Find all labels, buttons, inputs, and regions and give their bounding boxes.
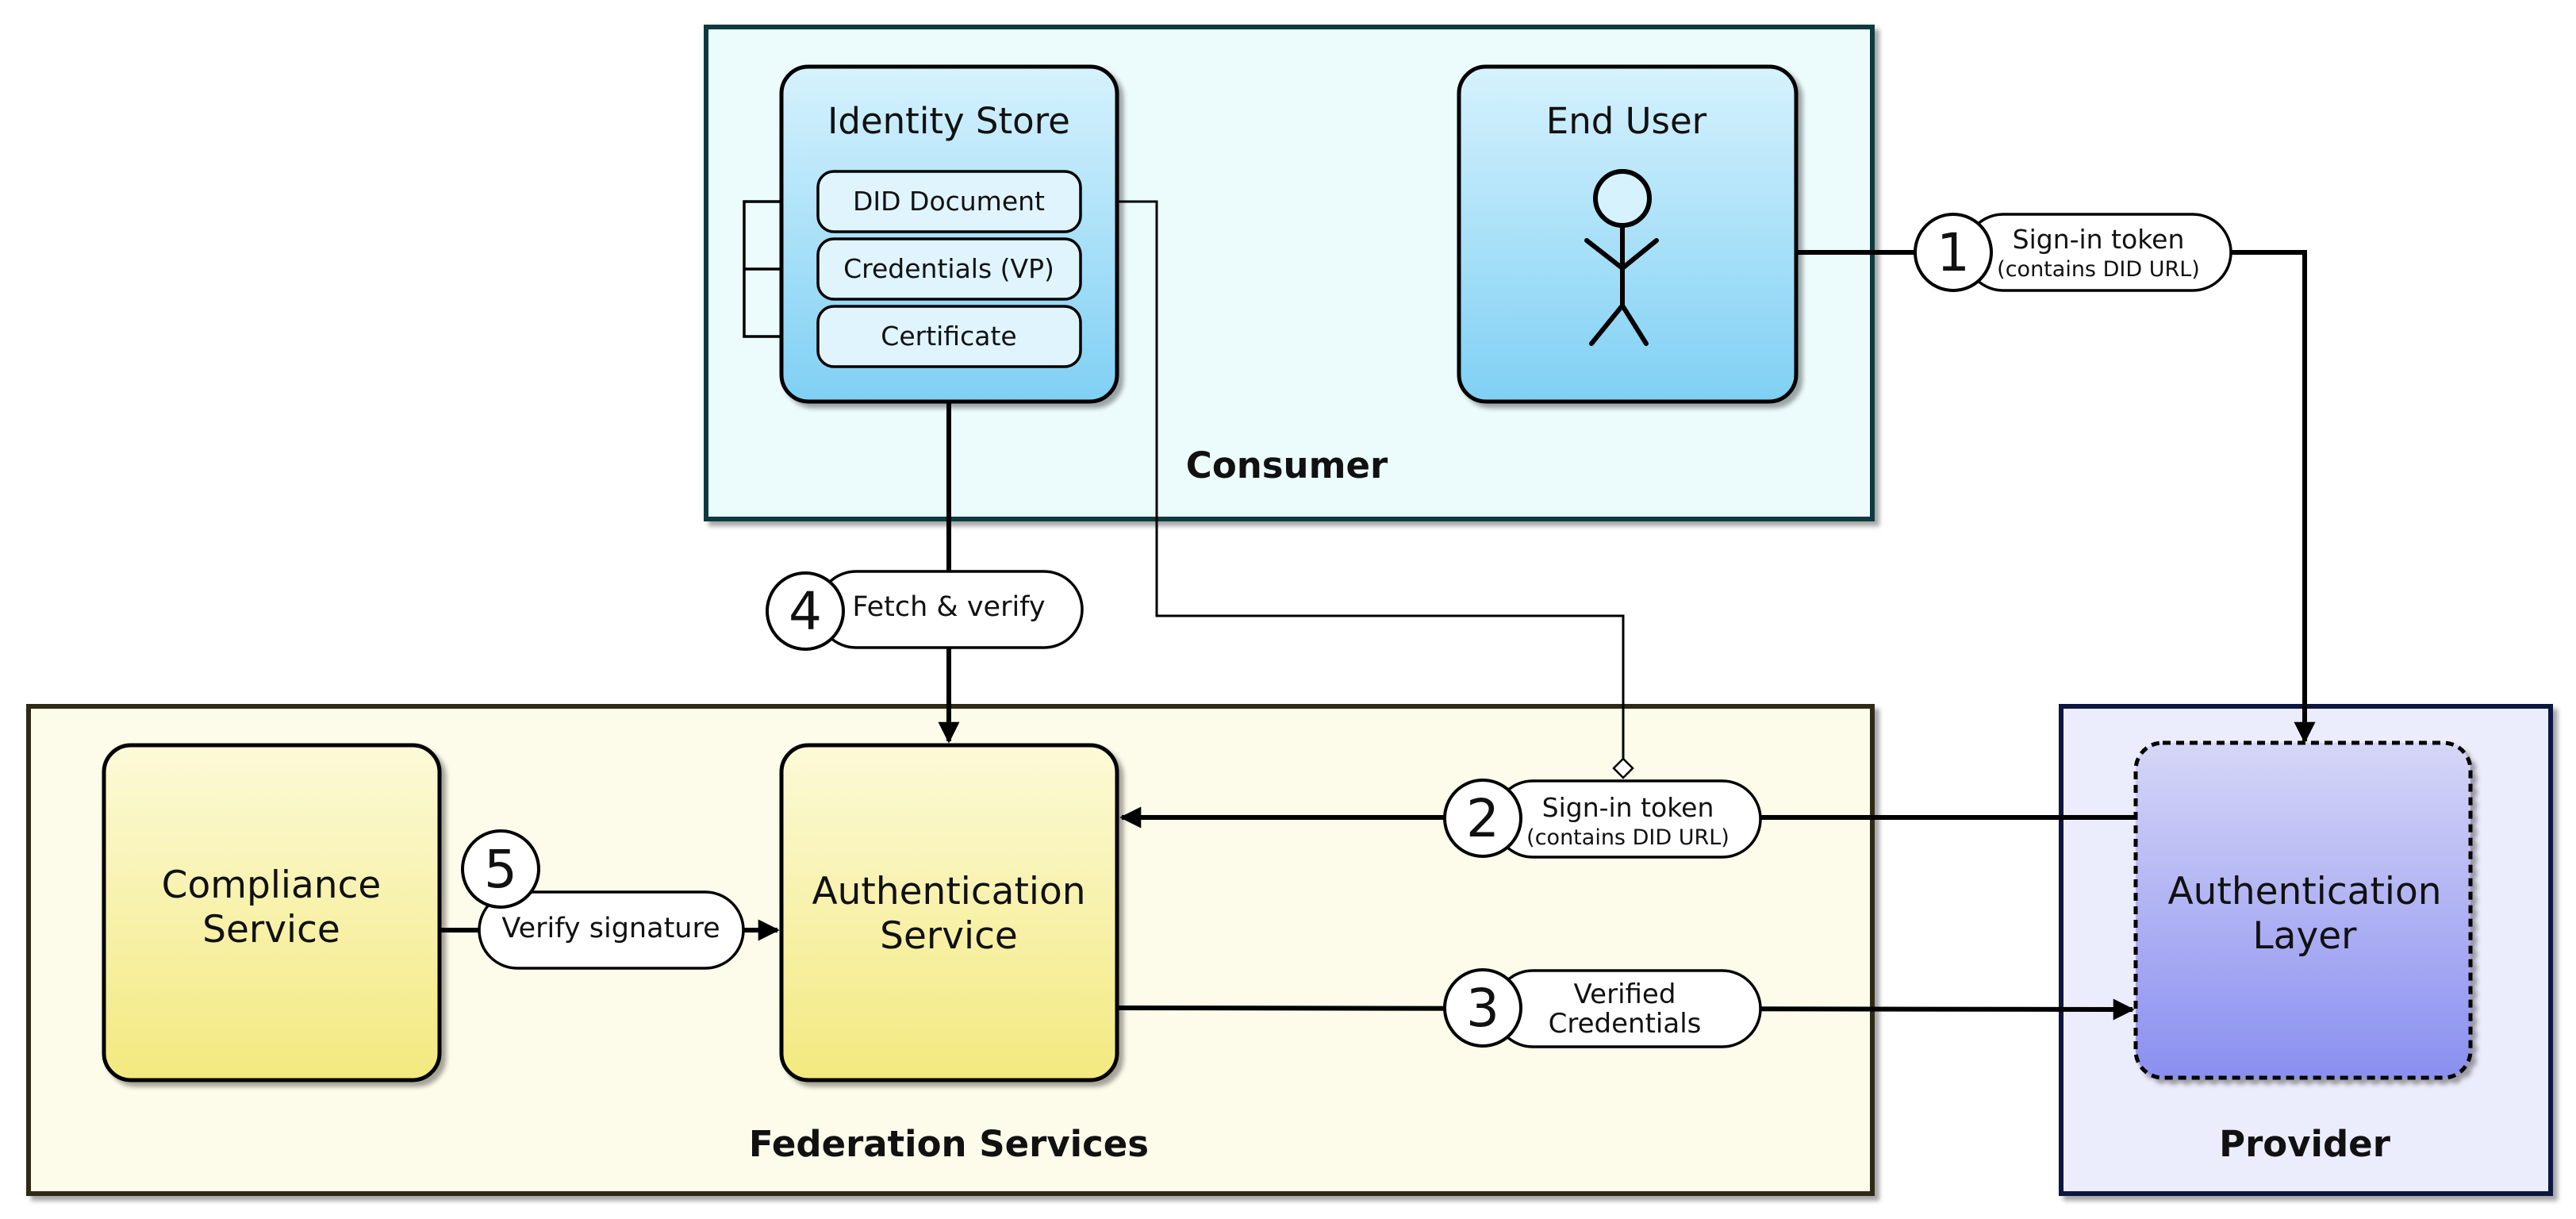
step-1-badge	[1914, 213, 1993, 292]
identity-item-credentials[interactable]	[816, 237, 1082, 301]
step-4-number: 4	[789, 581, 822, 642]
step-5-label: Verify signature	[501, 913, 720, 944]
step-1-label-line1: Sign-in token	[2013, 224, 2185, 255]
identity-store-title: Identity Store	[827, 100, 1070, 142]
authentication-service-box[interactable]	[779, 743, 1119, 1082]
end-user-box[interactable]	[1457, 64, 1799, 404]
step-2-label-line1: Sign-in token	[1542, 792, 1714, 823]
step-4-label: Fetch & verify	[852, 591, 1045, 623]
step-3-label-line2: Credentials	[1549, 1008, 1702, 1040]
credentials-label: Credentials (VP)	[843, 253, 1054, 284]
step-5-number: 5	[484, 839, 517, 900]
step-2-badge	[1443, 779, 1522, 858]
identity-item-did-document[interactable]	[816, 170, 1082, 233]
end-user-title: End User	[1546, 100, 1707, 142]
authentication-layer-line2: Layer	[2252, 914, 2357, 958]
step-5-badge	[461, 829, 540, 909]
authentication-service-line1: Authentication	[812, 870, 1085, 913]
certificate-label: Certificate	[881, 321, 1016, 352]
person-icon	[1584, 169, 1659, 346]
step-5-pill	[478, 890, 745, 970]
did-document-label: DID Document	[853, 186, 1045, 217]
step-3-number: 3	[1466, 978, 1499, 1039]
did-reference-line	[1081, 200, 1625, 760]
step-3-label-line1: Verified	[1574, 979, 1676, 1010]
step-1-label-line2: (contains DID URL)	[1997, 257, 2200, 282]
authentication-layer-line1: Authentication	[2167, 870, 2441, 913]
step-1-number: 1	[1937, 222, 1970, 283]
compliance-service-line1: Compliance	[162, 863, 382, 907]
consumer-title: Consumer	[1186, 444, 1388, 486]
aggregation-diamond-bottom	[1612, 757, 1634, 779]
compliance-service-line2: Service	[202, 908, 340, 952]
step-2-number: 2	[1466, 788, 1499, 849]
step-2-label-line2: (contains DID URL)	[1526, 825, 1729, 850]
step-3-badge	[1443, 968, 1522, 1048]
compliance-service-box[interactable]	[102, 743, 442, 1082]
provider-title: Provider	[2219, 1123, 2391, 1165]
step-4-badge	[766, 571, 845, 651]
authentication-service-line2: Service	[880, 914, 1018, 958]
identity-item-certificate[interactable]	[816, 305, 1082, 368]
authentication-layer-box[interactable]	[2133, 740, 2473, 1080]
federation-services-title: Federation Services	[749, 1123, 1149, 1165]
